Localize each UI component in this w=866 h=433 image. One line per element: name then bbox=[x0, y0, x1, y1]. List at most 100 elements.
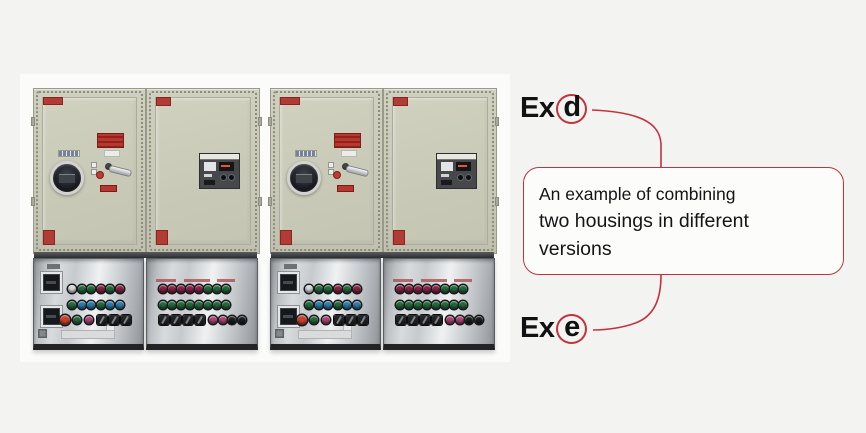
indicator-button bbox=[414, 285, 422, 293]
red-nameplate bbox=[43, 97, 63, 105]
sight-glass-window bbox=[50, 161, 84, 195]
indicator-button bbox=[305, 285, 313, 293]
indicator-button bbox=[465, 316, 473, 324]
indicator-button bbox=[106, 301, 115, 309]
indicator-button bbox=[195, 301, 203, 309]
selector-switch bbox=[420, 315, 430, 325]
module-switch bbox=[204, 180, 215, 185]
red-nameplate bbox=[393, 97, 408, 106]
row-label bbox=[156, 279, 176, 282]
indicator-button bbox=[314, 301, 323, 309]
indicator-button bbox=[222, 285, 230, 293]
indicator-button bbox=[414, 301, 422, 309]
indicator-button bbox=[324, 285, 333, 293]
module-label bbox=[200, 154, 239, 160]
selector-switch bbox=[396, 315, 406, 325]
digital-display bbox=[219, 162, 234, 171]
sight-glass-window bbox=[287, 161, 321, 195]
selector-switch bbox=[408, 315, 418, 325]
indicator-button bbox=[168, 285, 176, 293]
indicator-button bbox=[60, 315, 70, 325]
indicator-button bbox=[87, 285, 96, 293]
indicator-button bbox=[405, 285, 413, 293]
indicator-button bbox=[159, 285, 167, 293]
bolted-flange-frame bbox=[36, 91, 143, 251]
indicator-button bbox=[186, 285, 194, 293]
selector-switch bbox=[346, 315, 356, 325]
indicator-button bbox=[195, 285, 203, 293]
connector-line-top bbox=[591, 109, 662, 167]
indicator-dot bbox=[92, 163, 96, 167]
certification-tag bbox=[280, 230, 292, 245]
module-button bbox=[466, 175, 471, 180]
ex-prefix: Ex bbox=[520, 92, 555, 124]
indicator-button bbox=[459, 285, 467, 293]
digital-display bbox=[456, 162, 471, 171]
indicator-button bbox=[353, 285, 361, 293]
selector-switch bbox=[159, 315, 169, 325]
row-label bbox=[217, 279, 235, 282]
indicator-button bbox=[441, 285, 449, 293]
protection-code-ex-e: Ex e bbox=[520, 311, 588, 345]
instrument-label bbox=[296, 151, 316, 156]
indicator-button bbox=[68, 285, 76, 293]
indicator-button bbox=[324, 301, 333, 309]
circled-letter-d: d bbox=[556, 91, 588, 124]
selector-switch bbox=[195, 315, 205, 325]
hinge bbox=[495, 197, 499, 206]
indicator-button bbox=[77, 301, 86, 309]
selector-switch bbox=[432, 315, 442, 325]
selector-switch bbox=[121, 315, 131, 325]
red-nameplate bbox=[280, 97, 300, 105]
indicator-button bbox=[209, 316, 217, 324]
indicator-button bbox=[314, 285, 323, 293]
indicator-dot bbox=[92, 170, 96, 174]
ex-prefix: Ex bbox=[520, 312, 555, 344]
exe-control-panel-left bbox=[270, 258, 381, 350]
row-label bbox=[421, 279, 447, 282]
small-label bbox=[342, 151, 356, 156]
selector-switch bbox=[183, 315, 193, 325]
row-label bbox=[393, 279, 413, 282]
bolted-flange-frame bbox=[273, 91, 380, 251]
indicator-button bbox=[297, 315, 307, 325]
panel-meter bbox=[278, 272, 299, 293]
module-tag bbox=[204, 174, 212, 177]
instrument-label bbox=[59, 151, 79, 156]
flameproof-enclosure-right bbox=[383, 88, 499, 254]
red-pushbutton bbox=[97, 172, 103, 178]
indicator-button bbox=[333, 301, 342, 309]
meter-display bbox=[296, 174, 312, 183]
hinge bbox=[258, 197, 262, 206]
callout-line-3: versions bbox=[539, 238, 612, 260]
indicator-button bbox=[432, 285, 440, 293]
certification-tag bbox=[43, 230, 55, 245]
indicator-dot bbox=[329, 170, 333, 174]
panel-meter bbox=[278, 306, 299, 327]
bolted-flange-frame bbox=[149, 91, 257, 251]
panel-meter bbox=[41, 306, 62, 327]
row-label bbox=[454, 279, 472, 282]
indicator-button bbox=[186, 301, 194, 309]
callout-box: An example of combining two housings in … bbox=[523, 167, 844, 275]
indicator-button bbox=[310, 316, 318, 324]
hinge bbox=[268, 117, 272, 126]
red-label bbox=[337, 185, 354, 192]
meter-display bbox=[59, 174, 75, 183]
indicator-button bbox=[222, 301, 230, 309]
selector-switch bbox=[97, 315, 107, 325]
selector-switch bbox=[171, 315, 181, 325]
small-tag bbox=[107, 326, 114, 330]
indicator-button bbox=[87, 301, 96, 309]
indicator-button bbox=[353, 301, 361, 309]
selector-switch bbox=[334, 315, 344, 325]
indicator-button bbox=[204, 285, 212, 293]
indicator-button bbox=[106, 285, 115, 293]
mounting-rail bbox=[271, 252, 494, 258]
indicator-button bbox=[213, 301, 221, 309]
panel-label bbox=[284, 264, 297, 269]
control-module bbox=[199, 153, 240, 189]
indicator-button bbox=[396, 301, 404, 309]
module-tag bbox=[441, 174, 449, 177]
